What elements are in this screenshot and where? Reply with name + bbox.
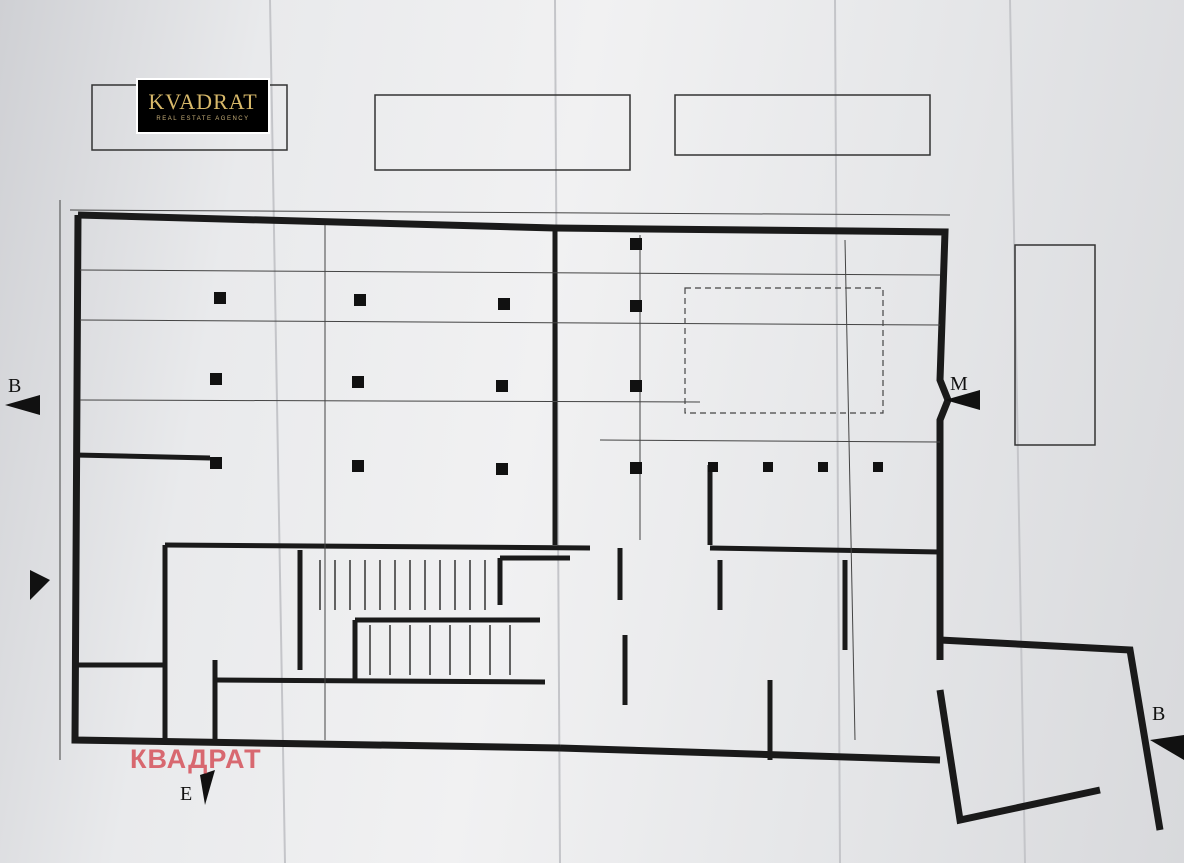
inner-walls [74, 230, 941, 760]
section-marker-e: E [180, 783, 192, 805]
logo-tagline: REAL ESTATE AGENCY [156, 116, 250, 122]
section-arrows [5, 390, 1184, 805]
columns [210, 238, 883, 475]
dashed-area [684, 287, 884, 414]
section-marker-b-left: B [8, 375, 21, 397]
logo-name: KVADRAT [148, 89, 258, 114]
dimension-lines [59, 200, 951, 760]
section-marker-m: M [950, 373, 968, 395]
title-blocks [91, 84, 1096, 446]
watermark: КВАДРАТ [130, 744, 262, 774]
outer-walls [71, 211, 1164, 831]
agency-logo: KVADRAT REAL ESTATE AGENCY [136, 78, 270, 134]
section-marker-b-right: B [1152, 703, 1165, 725]
paper-folds [269, 0, 1026, 863]
stairs [319, 560, 511, 675]
